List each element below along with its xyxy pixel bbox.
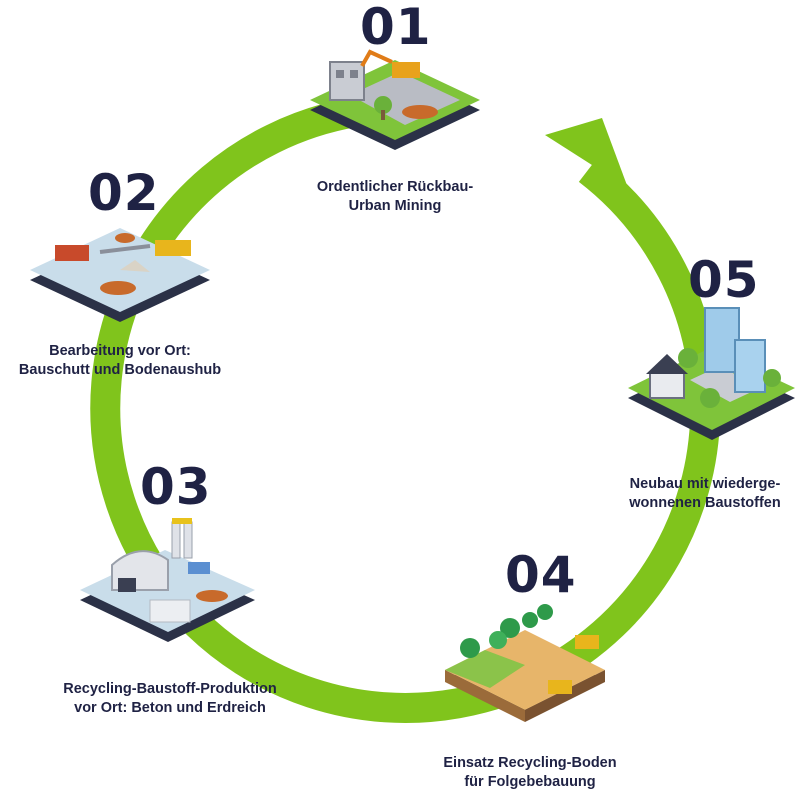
step-01-caption-line2: Urban Mining: [348, 198, 442, 214]
step-04-caption-line2: für Folgebebauung: [464, 774, 596, 790]
step-02-caption: Bearbeitung vor Ort: Bauschutt und Boden…: [0, 342, 240, 380]
tile-04-soil-site: [445, 604, 605, 722]
step-01-number: 01: [360, 0, 432, 56]
step-02-caption-line2: Bauschutt und Bodenaushub: [18, 362, 222, 378]
step-05-caption: Neubau mit wiederge- wonnenen Baustoffen: [610, 475, 800, 513]
step-05-caption-line2: wonnenen Baustoffen: [629, 495, 781, 511]
step-03-caption-line2: vor Ort: Beton und Erdreich: [74, 700, 266, 716]
step-03-number: 03: [140, 458, 212, 516]
step-02-caption-line1: Bearbeitung vor Ort:: [49, 343, 191, 359]
tile-01-demolition: [310, 49, 480, 150]
cycle-arrowhead: [545, 118, 628, 188]
step-01-caption: Ordentlicher Rückbau- Urban Mining: [295, 178, 495, 216]
step-02-number: 02: [88, 164, 160, 222]
tile-05-new-buildings: [628, 307, 795, 440]
step-04-number: 04: [505, 546, 577, 604]
step-03-caption-line1: Recycling-Baustoff-Produktion: [63, 681, 277, 697]
tile-02-processing: [30, 228, 210, 322]
step-03-caption: Recycling-Baustoff-Produktion vor Ort: B…: [40, 680, 300, 718]
step-05-number: 05: [688, 251, 760, 309]
step-01-caption-line1: Ordentlicher Rückbau-: [316, 179, 474, 195]
step-04-caption: Einsatz Recycling-Boden für Folgebebauun…: [420, 754, 640, 792]
step-04-caption-line1: Einsatz Recycling-Boden: [443, 755, 617, 771]
step-05-caption-line1: Neubau mit wiederge-: [629, 476, 781, 492]
tile-03-recycling-plant: [80, 518, 255, 642]
